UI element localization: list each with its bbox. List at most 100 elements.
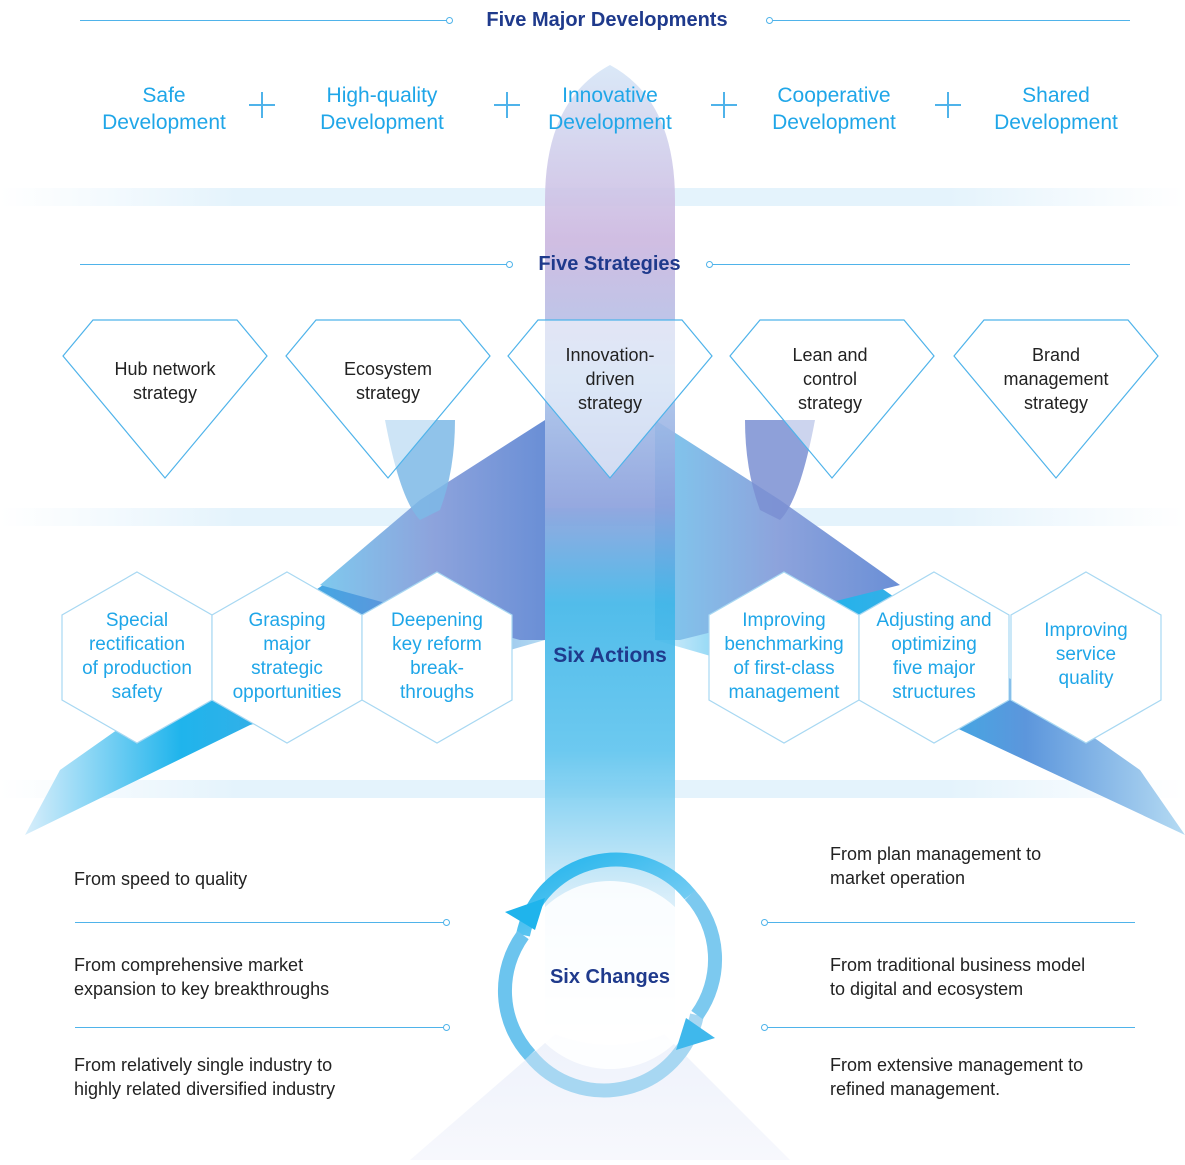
plus-icon (711, 92, 737, 118)
divider-dot (506, 261, 513, 268)
action-label-line: quality (1058, 668, 1114, 689)
action-label-line: Special (105, 610, 169, 631)
divider-line (80, 264, 507, 265)
action-label-line: opportunities (232, 682, 342, 703)
change-left-3: From relatively single industry to highl… (74, 1053, 434, 1101)
change-left-2: From comprehensive market expansion to k… (74, 953, 404, 1001)
divider-dot (761, 1024, 768, 1031)
action-label-line: Adjusting and (876, 610, 992, 631)
divider-line (75, 1027, 444, 1028)
divider-dot (446, 17, 453, 24)
action-label-line: throughs (400, 682, 474, 703)
action-label-line: five major (892, 658, 976, 679)
action-label-line: Deepening (391, 610, 483, 631)
action-label-line: of production (82, 658, 192, 679)
change-text-line: From relatively single industry to (74, 1055, 333, 1075)
development-label: Development (772, 111, 896, 134)
strategy-label-line: Hub network (114, 359, 216, 379)
divider-dot (761, 919, 768, 926)
action-label-line: rectification (88, 634, 186, 655)
development-label: Development (548, 111, 672, 134)
change-left-1: From speed to quality (74, 867, 404, 891)
strategy-label-line: Lean and (792, 345, 868, 365)
development-item-cooperative: Cooperative Development (749, 82, 919, 136)
five-strategies-title: Five Strategies (538, 253, 681, 275)
change-text-line: From extensive management to (830, 1055, 1084, 1075)
divider-line (773, 20, 1130, 21)
change-text-line: to digital and ecosystem (830, 979, 1024, 999)
change-right-1: From plan management to market operation (830, 842, 1160, 890)
development-label: Development (102, 111, 226, 134)
action-benchmarking: Improving benchmarking of first-class ma… (710, 609, 858, 705)
change-right-3: From extensive management to refined man… (830, 1053, 1160, 1101)
divider-dot (766, 17, 773, 24)
six-actions-title: Six Actions (553, 644, 667, 667)
strategy-label-line: strategy (577, 393, 643, 413)
strategy-label-line: control (802, 369, 858, 389)
action-label-line: key reform (392, 634, 482, 655)
development-label: Cooperative (777, 84, 891, 107)
development-item-innovative: Innovative Development (525, 82, 695, 136)
strategy-hub-network: Hub network strategy (95, 357, 235, 405)
change-text-line: expansion to key breakthroughs (74, 979, 330, 999)
action-strategic-opportunities: Grasping major strategic opportunities (213, 609, 361, 705)
action-label-line: benchmarking (724, 634, 844, 655)
strategy-lean-and-control: Lean and control strategy (760, 343, 900, 415)
strategy-innovation-driven: Innovation- driven strategy (540, 343, 680, 415)
strategy-label-line: driven (585, 369, 635, 389)
development-label: Innovative (562, 84, 658, 107)
strategy-label-line: management (1003, 369, 1109, 389)
action-label-line: major (263, 634, 311, 655)
change-text-line: refined management. (830, 1079, 1001, 1099)
divider-line (80, 20, 447, 21)
strategy-brand-management: Brand management strategy (986, 343, 1126, 415)
change-text-line: market operation (830, 868, 966, 888)
plus-icon (494, 92, 520, 118)
six-changes-title: Six Changes (549, 966, 671, 988)
development-item-safe: Safe Development (79, 82, 249, 136)
action-production-safety: Special rectification of production safe… (63, 609, 211, 705)
action-label-line: strategic (251, 658, 323, 679)
plus-icon (935, 92, 961, 118)
action-reform-breakthroughs: Deepening key reform break- throughs (363, 609, 511, 705)
strategy-label-line: Innovation- (565, 345, 655, 365)
action-label-line: service (1055, 644, 1117, 665)
strategy-label-line: strategy (797, 393, 863, 413)
action-label-line: break- (410, 658, 464, 679)
divider-dot (443, 1024, 450, 1031)
action-service-quality: Improving service quality (1012, 619, 1160, 691)
change-text-line: From plan management to (830, 844, 1042, 864)
strategy-label-line: strategy (132, 383, 198, 403)
development-label: Safe (142, 84, 186, 107)
divider-line (768, 922, 1135, 923)
action-label-line: optimizing (891, 634, 977, 655)
action-five-structures: Adjusting and optimizing five major stru… (860, 609, 1008, 705)
action-label-line: Improving (1044, 620, 1128, 641)
action-label-line: Improving (742, 610, 826, 631)
action-label-line: of first-class (733, 658, 835, 679)
action-label-line: Grasping (248, 610, 326, 631)
development-label: Shared (1022, 84, 1090, 107)
divider-dot (706, 261, 713, 268)
strategy-label-line: strategy (1023, 393, 1089, 413)
development-label: High-quality (326, 84, 438, 107)
five-major-developments-title: Five Major Developments (486, 9, 728, 31)
development-item-shared: Shared Development (971, 82, 1141, 136)
change-text-line: From traditional business model (830, 955, 1086, 975)
strategy-label-line: Ecosystem (343, 359, 433, 379)
change-text-line: From speed to quality (74, 869, 248, 889)
strategy-label-line: Brand (1031, 345, 1081, 365)
action-label-line: structures (892, 682, 976, 703)
plus-icon (249, 92, 275, 118)
divider-dot (443, 919, 450, 926)
divider-line (75, 922, 444, 923)
strategy-label-line: strategy (355, 383, 421, 403)
divider-line (713, 264, 1130, 265)
divider-line (768, 1027, 1135, 1028)
strategy-ecosystem: Ecosystem strategy (318, 357, 458, 405)
change-right-2: From traditional business model to digit… (830, 953, 1160, 1001)
action-label-line: management (728, 682, 840, 703)
development-label: Development (320, 111, 444, 134)
change-text-line: highly related diversified industry (74, 1079, 336, 1099)
